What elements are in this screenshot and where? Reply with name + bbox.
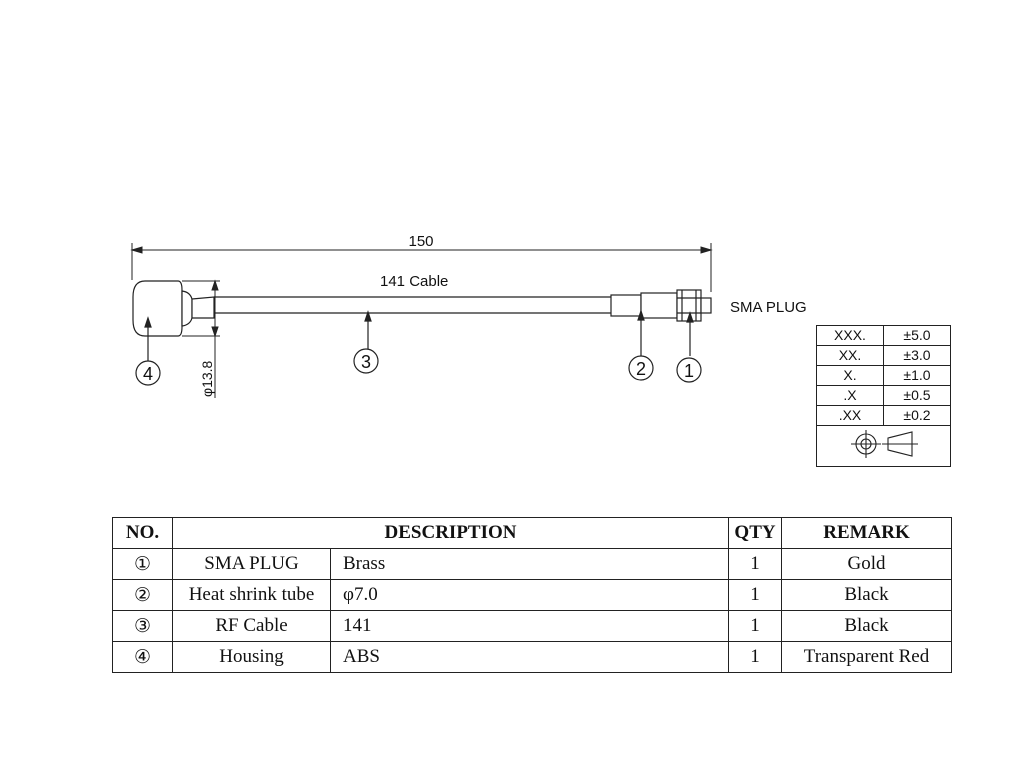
item-qty: 1	[728, 641, 783, 673]
overall-length-label: 150	[408, 233, 433, 250]
header-qty: QTY	[728, 517, 783, 549]
callout-3: 3	[353, 348, 379, 374]
callout-1: 1	[676, 357, 702, 383]
housing-part	[132, 280, 215, 337]
item-remark: Transparent Red	[781, 641, 953, 673]
item-material: ABS	[329, 641, 730, 673]
item-part: Heat shrink tube	[172, 579, 331, 611]
tolerance-row: X. ±1.0	[816, 365, 951, 386]
tolerance-value: ±0.5	[883, 385, 951, 406]
table-row: ③ RF Cable 141 1 Black	[112, 610, 953, 642]
tolerance-format: XX.	[816, 345, 884, 366]
item-qty: 1	[728, 548, 783, 580]
svg-text:2: 2	[636, 359, 646, 379]
item-qty: 1	[728, 610, 783, 642]
item-material: Brass	[329, 548, 730, 580]
item-part: SMA PLUG	[172, 548, 331, 580]
svg-text:3: 3	[361, 352, 371, 372]
item-remark: Black	[781, 610, 953, 642]
sma-plug-part	[640, 289, 712, 322]
projection-row	[816, 425, 951, 467]
header-no: NO.	[112, 517, 173, 549]
tolerance-value: ±0.2	[883, 405, 951, 426]
table-row: ① SMA PLUG Brass 1 Gold	[112, 548, 953, 580]
tolerance-value: ±5.0	[883, 325, 951, 346]
svg-text:1: 1	[684, 361, 694, 381]
tolerance-format: .X	[816, 385, 884, 406]
tolerance-value: ±3.0	[883, 345, 951, 366]
item-qty: 1	[728, 579, 783, 611]
diameter-label: φ13.8	[199, 360, 215, 397]
bom-table: NO. DESCRIPTION QTY REMARK ① SMA PLUG Br…	[112, 517, 953, 673]
projection-cell	[816, 425, 951, 467]
cable-label: 141 Cable	[380, 273, 448, 290]
item-no: ①	[112, 548, 173, 580]
tolerance-format: .XX	[816, 405, 884, 426]
item-no: ③	[112, 610, 173, 642]
header-remark: REMARK	[781, 517, 953, 549]
callout-leaders	[144, 309, 694, 361]
item-material: 141	[329, 610, 730, 642]
heat-shrink-part	[610, 294, 642, 317]
tolerance-value: ±1.0	[883, 365, 951, 386]
callout-2: 2	[628, 355, 654, 381]
first-angle-projection-icon	[850, 429, 918, 458]
tolerance-format: X.	[816, 365, 884, 386]
item-remark: Gold	[781, 548, 953, 580]
svg-text:4: 4	[143, 364, 153, 384]
overall-dimension	[130, 243, 713, 292]
connector-label: SMA PLUG	[730, 299, 807, 316]
tolerance-row: XXX. ±5.0	[816, 325, 951, 346]
item-remark: Black	[781, 579, 953, 611]
tolerance-row: .XX ±0.2	[816, 405, 951, 426]
rf-cable-part	[214, 296, 611, 314]
tolerance-row: .X ±0.5	[816, 385, 951, 406]
tolerance-format: XXX.	[816, 325, 884, 346]
item-part: RF Cable	[172, 610, 331, 642]
diameter-dimension	[182, 279, 220, 398]
callout-4: 4	[135, 360, 161, 386]
tolerance-table: XXX. ±5.0 XX. ±3.0 X. ±1.0 .X ±0.5 .XX ±…	[816, 325, 951, 467]
item-part: Housing	[172, 641, 331, 673]
header-description: DESCRIPTION	[171, 517, 730, 549]
item-no: ②	[112, 579, 173, 611]
table-row: ④ Housing ABS 1 Transparent Red	[112, 641, 953, 673]
item-material: φ7.0	[329, 579, 730, 611]
table-row: ② Heat shrink tube φ7.0 1 Black	[112, 579, 953, 611]
tolerance-row: XX. ±3.0	[816, 345, 951, 366]
bom-header-row: NO. DESCRIPTION QTY REMARK	[112, 517, 953, 549]
item-no: ④	[112, 641, 173, 673]
